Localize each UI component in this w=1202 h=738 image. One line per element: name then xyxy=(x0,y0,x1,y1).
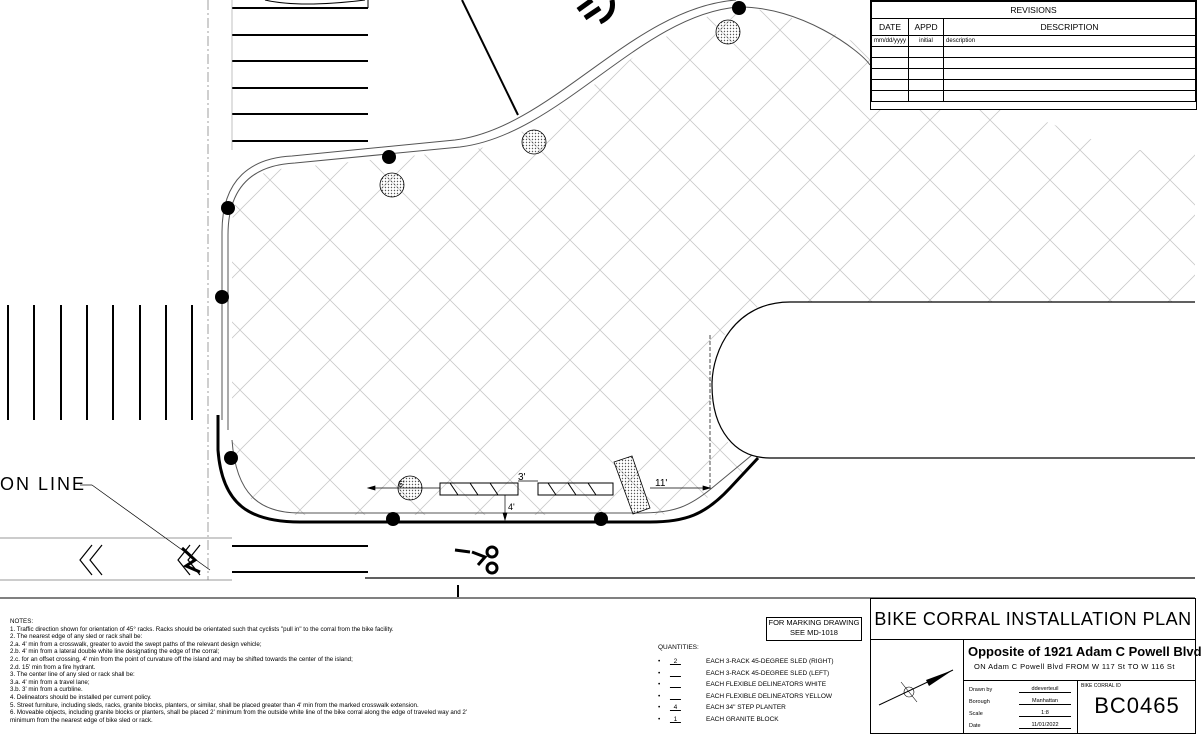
plaza-area xyxy=(232,8,1195,515)
dim-6ft: 6' xyxy=(398,479,405,489)
median-island xyxy=(711,301,1195,459)
dimension-lines xyxy=(366,480,712,522)
quantities-title: QUANTITIES: xyxy=(658,644,699,651)
crosswalk-left xyxy=(7,305,193,420)
curb-thick xyxy=(216,415,760,524)
note-line: 4. Delineators should be installed per c… xyxy=(10,693,152,701)
note-line: 2. The nearest edge of any sled or rack … xyxy=(10,633,143,641)
outer-curb-line xyxy=(221,0,737,420)
rev-empty-row xyxy=(870,68,1196,80)
granite-block xyxy=(613,455,651,515)
revisions-table: REVISIONS DATE APPD DESCRIPTION mm/dd/yy… xyxy=(870,0,1197,110)
location-title: Opposite of 1921 Adam C Powell Blvd xyxy=(968,644,1202,659)
bike-sleds xyxy=(439,482,614,496)
dim-3ft: 3' xyxy=(518,472,526,483)
revisions-title: REVISIONS xyxy=(871,1,1196,19)
plan-title: BIKE CORRAL INSTALLATION PLAN xyxy=(871,599,1195,640)
marking-drawing-reference: FOR MARKING DRAWING SEE MD-1018 xyxy=(766,617,862,641)
dim-11ft: 11' xyxy=(655,478,667,489)
rev-empty-row xyxy=(870,57,1196,69)
rev-cell-description: description xyxy=(943,35,1196,47)
marking-line-2: SEE MD-1018 xyxy=(790,628,838,637)
note-line: 5. Street furniture, including sleds, ra… xyxy=(10,701,419,709)
corral-id-box: BIKE CORRAL ID BC0465 xyxy=(1077,681,1196,733)
rev-empty-row xyxy=(870,46,1196,58)
rev-cell-appd: initial xyxy=(908,35,945,47)
quantity-row: •___EACH FLEXIBLE DELINEATORS WHITE xyxy=(658,681,827,689)
note-line: 3.a. 4' min from a travel lane; xyxy=(10,678,90,686)
marking-line-1: FOR MARKING DRAWING xyxy=(768,618,860,627)
note-line: 2.c. for an offset crossing, 4' min from… xyxy=(10,655,353,663)
rev-empty-row xyxy=(870,90,1196,102)
quantities-section: QUANTITIES: •_2_EACH 3-RACK 45-DEGREE SL… xyxy=(658,644,878,725)
inner-curb-line xyxy=(227,6,871,430)
crosswalk-top xyxy=(232,7,368,142)
note-line: 3. The center line of any sled or rack s… xyxy=(10,671,135,679)
title-block: BIKE CORRAL INSTALLATION PLAN Opposite o… xyxy=(870,598,1202,734)
corral-id-label: BIKE CORRAL ID xyxy=(1081,683,1121,689)
note-line: minimum from the nearest edge of bike sl… xyxy=(10,716,153,724)
note-line: 2.b. 4' min from a lateral double white … xyxy=(10,648,220,656)
rev-cell-date: mm/dd/yyyy xyxy=(870,35,910,47)
location-subtitle: ON Adam C Powell Blvd FROM W 117 St TO W… xyxy=(974,662,1175,671)
note-line: 1. Traffic direction shown for orientati… xyxy=(10,625,394,633)
dim-4ft: 4' xyxy=(508,502,515,512)
notes-title: NOTES: xyxy=(10,618,34,625)
delineators xyxy=(215,1,746,526)
note-line: 2.a. 4' min from a crosswalk, greater to… xyxy=(10,640,262,648)
curb-inner-lower xyxy=(231,439,753,514)
quantity-row: •_1_EACH GRANITE BLOCK xyxy=(658,715,779,723)
note-line: 2.d. 15' min from a fire hydrant. xyxy=(10,663,96,671)
quantity-row: •___EACH FLEXIBLE DELINEATORS YELLOW xyxy=(658,692,833,700)
rev-header-date: DATE xyxy=(870,18,910,36)
rev-header-description: DESCRIPTION xyxy=(943,18,1196,36)
quantity-row: •_2_EACH 3-RACK 45-DEGREE SLED (RIGHT) xyxy=(658,658,834,666)
quantity-row: •___EACH 3-RACK 45-DEGREE SLED (LEFT) xyxy=(658,669,830,677)
bike-lane-symbol xyxy=(454,545,499,575)
rev-empty-row xyxy=(870,79,1196,91)
north-arrow-icon xyxy=(871,640,963,733)
notes-section: NOTES: 1. Traffic direction shown for or… xyxy=(10,618,650,724)
label-on-line: ON LINE xyxy=(0,474,86,494)
quantity-row: •_4_EACH 34" STEP PLANTER xyxy=(658,704,786,712)
rev-header-appd: APPD xyxy=(908,18,945,36)
note-line: 6. Moveable objects, including granite b… xyxy=(10,709,468,717)
corral-id-value: BC0465 xyxy=(1094,693,1180,718)
location-box: Opposite of 1921 Adam C Powell Blvd ON A… xyxy=(963,640,1202,681)
note-line: 3.b. 3' min from a curbline. xyxy=(10,686,83,694)
